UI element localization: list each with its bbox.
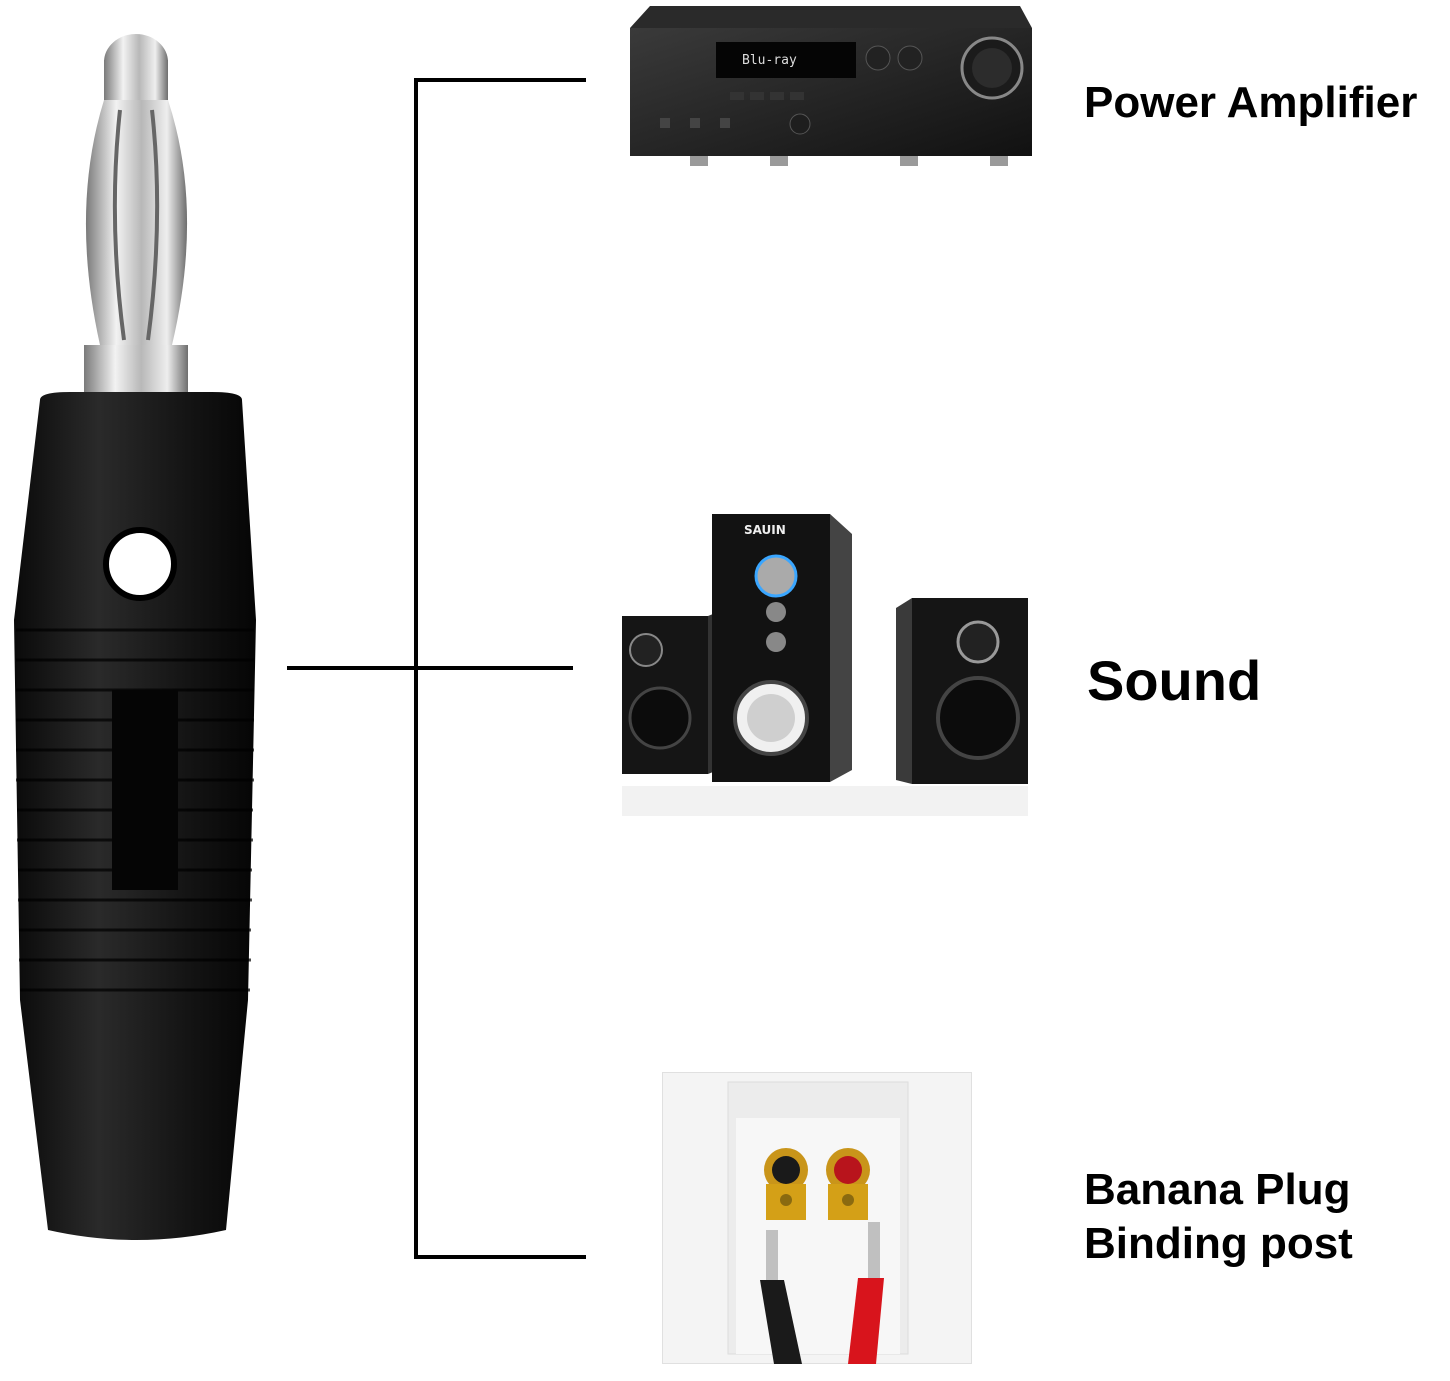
plug-slot xyxy=(112,690,178,890)
power-amplifier-image: Blu-ray xyxy=(630,6,1032,166)
plug-grooves xyxy=(16,628,254,992)
subwoofer-knob xyxy=(754,554,798,598)
binding-post-black xyxy=(764,1148,808,1220)
plug-spring xyxy=(85,100,188,345)
label-binding-post-line1: Banana Plug xyxy=(1084,1165,1351,1214)
plug-collar xyxy=(84,345,188,397)
banana-plug-black xyxy=(760,1230,802,1364)
label-binding-post: Banana Plug Binding post xyxy=(1084,1163,1353,1271)
amp-display xyxy=(716,42,856,78)
label-binding-post-line2: Binding post xyxy=(1084,1219,1353,1268)
banana-plug-image xyxy=(14,34,256,1240)
binding-post-plate-image xyxy=(662,1072,972,1364)
label-sound: Sound xyxy=(1087,649,1262,712)
banana-plug-red xyxy=(848,1222,884,1364)
connector-main xyxy=(287,666,573,670)
binding-post-red xyxy=(826,1148,870,1220)
speaker-brand: SAUIN xyxy=(744,523,786,537)
connector-vertical xyxy=(414,78,418,1259)
amp-display-text: Blu-ray xyxy=(742,53,797,68)
label-power-amplifier: Power Amplifier xyxy=(1084,78,1418,127)
speaker-system-image: SAUIN xyxy=(622,514,1028,816)
plug-side-hole xyxy=(103,527,177,601)
connector-to-binding-post xyxy=(414,1255,586,1259)
connector-to-amplifier xyxy=(414,78,586,82)
